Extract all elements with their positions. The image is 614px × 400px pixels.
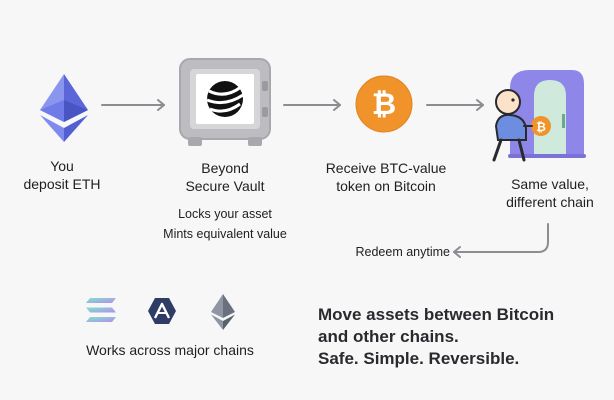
arrow-right-icon — [101, 99, 165, 111]
bitcoin-icon: ₿ — [355, 75, 413, 133]
aptos-icon — [148, 298, 176, 324]
headline-line: Safe. Simple. Reversible. — [318, 349, 520, 368]
headline-line: and other chains. — [318, 327, 459, 346]
step-deposit-label: You deposit ETH — [23, 158, 101, 192]
svg-text:₿: ₿ — [536, 120, 546, 134]
redeem-label: Redeem anytime — [355, 245, 451, 259]
headline: Move assets between Bitcoin and other ch… — [318, 304, 554, 370]
chains-label: Works across major chains — [86, 342, 254, 358]
beyond-logo-icon — [206, 81, 244, 117]
vault-details: Locks your asset Mints equivalent value — [163, 207, 287, 241]
svg-text:₿: ₿ — [372, 88, 396, 121]
person-doorway-icon: ₿ — [492, 70, 586, 162]
headline-line: Move assets between Bitcoin — [318, 305, 555, 324]
ethereum-icon — [211, 294, 235, 330]
step-result-label: Same value, different chain — [506, 176, 594, 210]
ethereum-icon — [40, 74, 88, 142]
redeem-arrow-icon — [453, 223, 549, 258]
step-vault-label: Beyond Secure Vault — [185, 160, 265, 194]
arrow-right-icon — [426, 99, 484, 111]
arrow-right-icon — [283, 99, 341, 111]
vault-icon — [179, 58, 271, 146]
step-receive-label: Receive BTC-value token on Bitcoin — [325, 160, 447, 194]
solana-icon — [86, 298, 116, 322]
